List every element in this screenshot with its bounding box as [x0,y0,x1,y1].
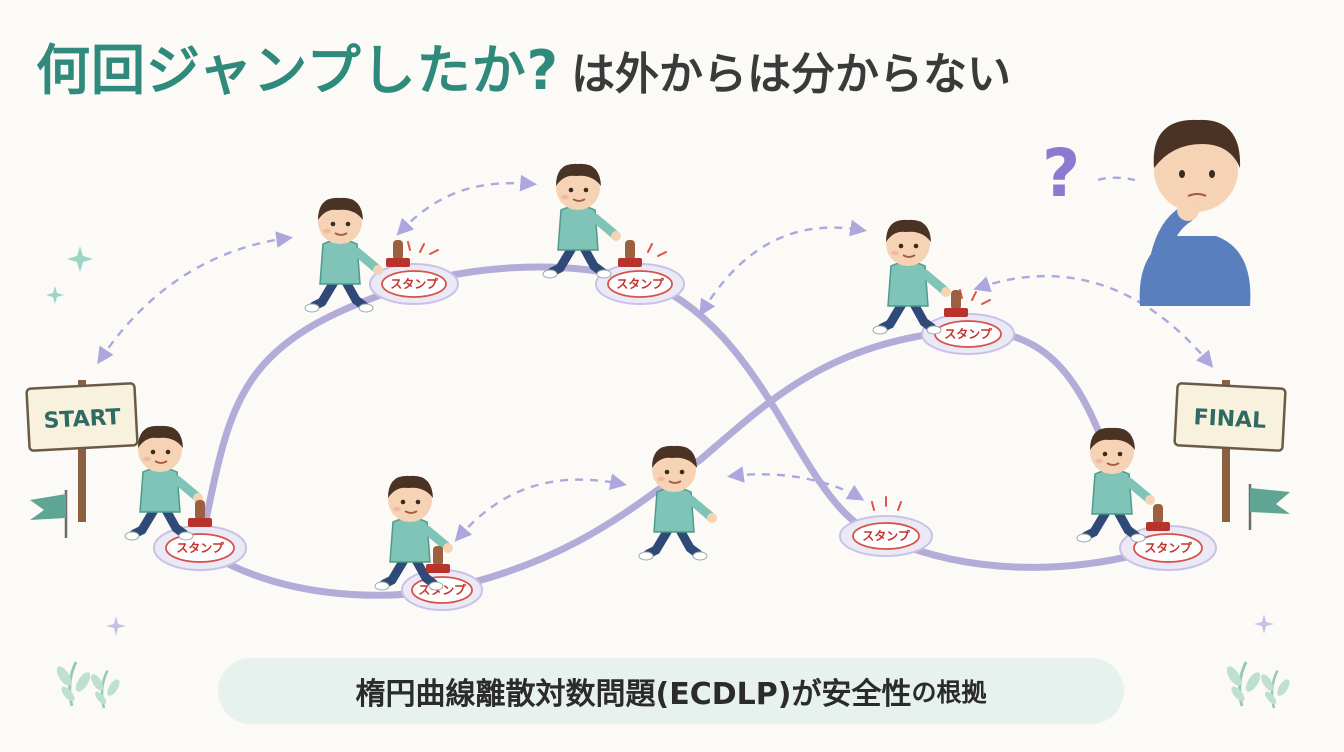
stamp-label: スタンプ [390,276,439,291]
stamp-sparks [407,241,991,511]
child-running-icon [639,446,717,560]
dashed-arrows [97,174,1214,542]
stamp-tool-icon [618,240,642,267]
sparkle-icon [106,614,1274,636]
flag-icon [30,490,68,538]
stamp-4: スタンプ [921,313,1015,355]
stamp-1: スタンプ [153,525,247,571]
sparkle-icon [46,246,93,304]
caption-banner: 楕円曲線離散対数問題(ECDLP)が安全性の根拠 [218,658,1124,724]
page-title: 何回ジャンプしたか?は外からは分からない [36,26,1011,105]
title-rest: は外からは分からない [571,49,1012,100]
leaf-icon [87,669,124,710]
caption-tail: の根拠 [911,678,987,707]
child-stamping-icon [1077,428,1155,542]
start-sign: START [25,380,139,522]
stamp-label: スタンプ [1144,540,1193,555]
stamp-tool-icon [1146,504,1170,531]
child-stamping-icon [543,164,621,278]
child-stamping-icon [873,220,951,334]
stamp-2: スタンプ [369,263,459,305]
stamp-tool-icon [386,240,410,267]
question-mark: ? [1042,135,1080,212]
stamp-label: スタンプ [944,326,993,341]
start-label: START [43,405,121,434]
flag-icon [1248,484,1290,530]
stamp-label: スタンプ [862,528,911,543]
title-lead: 何回ジャンプしたか? [36,39,560,102]
leaf-icon [1222,660,1265,708]
final-sign: FINAL [1173,380,1287,522]
stamp-label: スタンプ [176,540,225,555]
caption-main: 楕円曲線離散対数問題(ECDLP)が安全性 [355,677,912,712]
stamp-3: スタンプ [595,263,685,305]
leaf-icon [1257,669,1294,710]
final-label: FINAL [1193,405,1267,434]
stamp-6: スタンプ [839,515,933,557]
thinking-person-icon [1139,119,1251,306]
stamp-5: スタンプ [401,569,483,611]
leaf-icon [52,660,95,708]
stamp-label: スタンプ [616,276,665,291]
